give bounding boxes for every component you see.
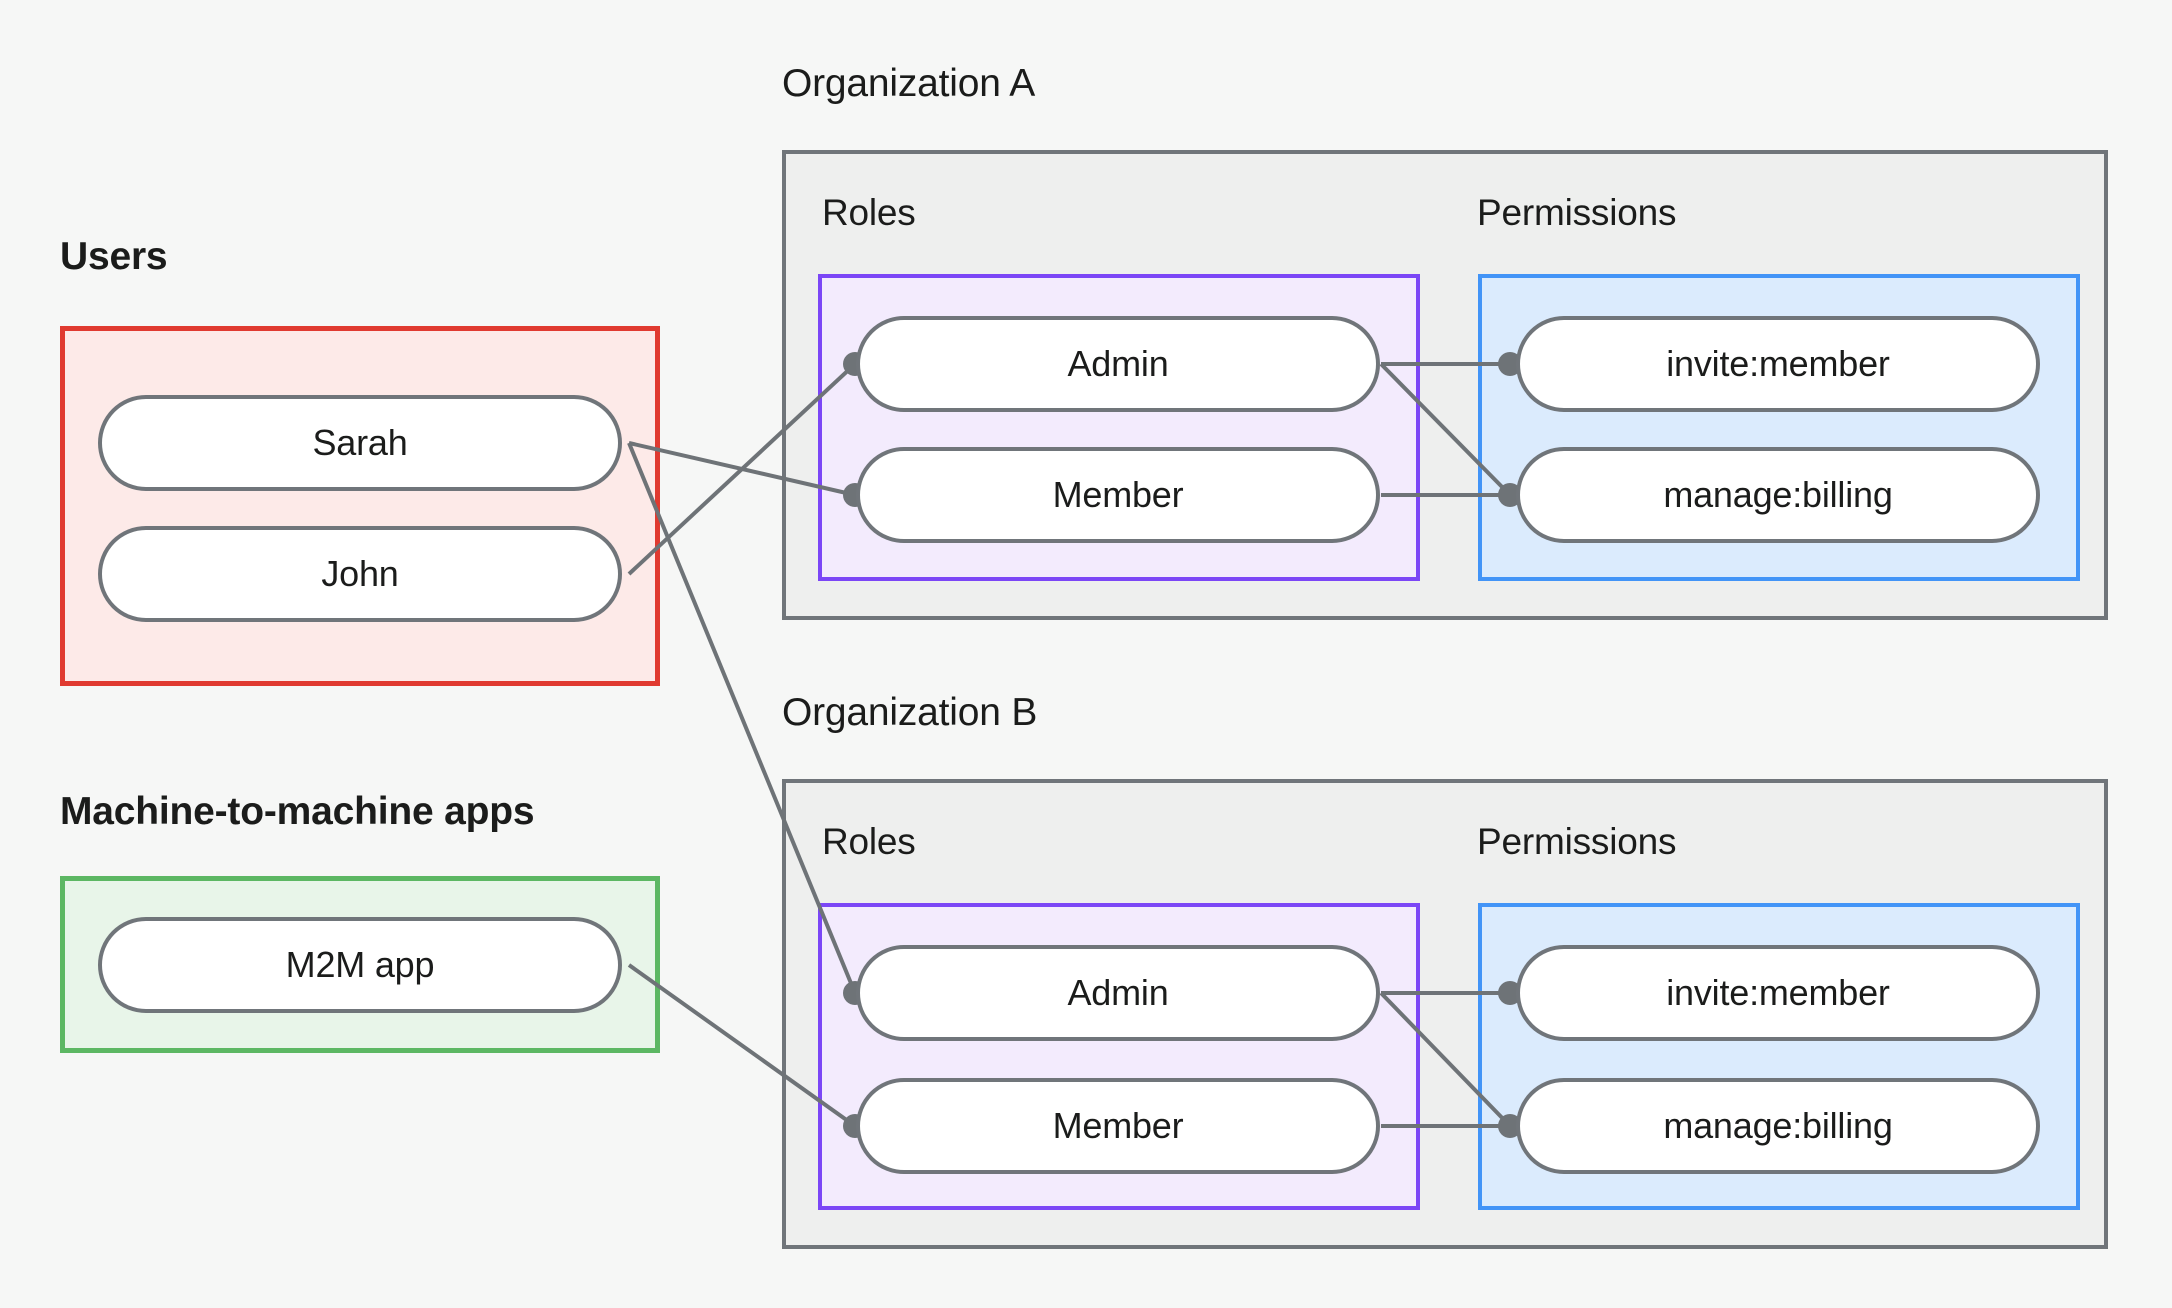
m2m-node-app[interactable]: M2M app (98, 917, 622, 1013)
org-b-role-member[interactable]: Member (856, 1078, 1380, 1174)
users-group-title: Users (60, 235, 168, 278)
org-a-role-member[interactable]: Member (856, 447, 1380, 543)
org-a-permission-invite-member[interactable]: invite:member (1516, 316, 2040, 412)
org-a-role-admin[interactable]: Admin (856, 316, 1380, 412)
org-b-roles-label: Roles (822, 821, 916, 862)
org-b-permission-manage-billing[interactable]: manage:billing (1516, 1078, 2040, 1174)
user-node-john[interactable]: John (98, 526, 622, 622)
org-a-permission-manage-billing[interactable]: manage:billing (1516, 447, 2040, 543)
org-b-permissions-label: Permissions (1477, 821, 1677, 862)
org-b-title: Organization B (782, 691, 1038, 734)
org-a-permissions-label: Permissions (1477, 192, 1677, 233)
org-b-role-admin[interactable]: Admin (856, 945, 1380, 1041)
m2m-group-title: Machine-to-machine apps (60, 790, 535, 833)
users-container (60, 326, 660, 686)
org-b-permission-invite-member[interactable]: invite:member (1516, 945, 2040, 1041)
org-a-title: Organization A (782, 62, 1036, 105)
org-a-roles-label: Roles (822, 192, 916, 233)
user-node-sarah[interactable]: Sarah (98, 395, 622, 491)
